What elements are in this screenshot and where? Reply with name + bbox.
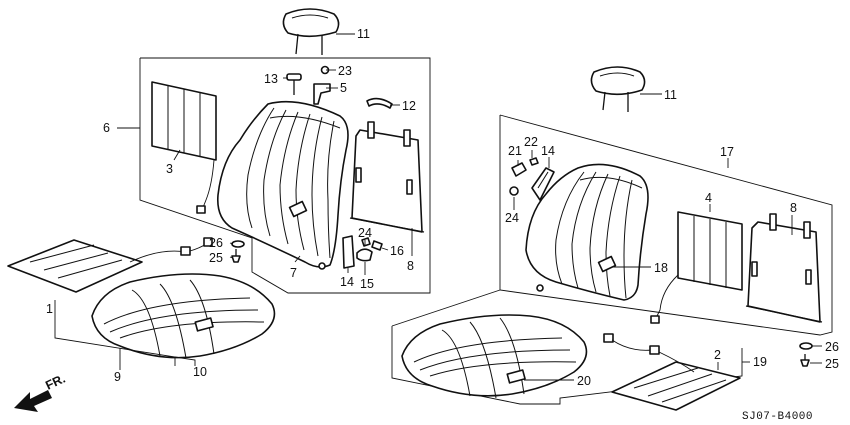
callout-14-right: 14 [541,144,555,158]
seat-heater-cushion-right [603,333,741,411]
callout-22: 22 [524,135,538,149]
callout-16: 16 [390,244,404,258]
callout-2: 2 [714,348,721,362]
callout-12: 12 [402,99,416,113]
bolt-13 [286,73,302,95]
callout-1: 1 [46,302,53,316]
callout-13: 13 [264,72,278,86]
seat-back-frame-right [745,213,823,323]
callout-4: 4 [705,191,712,205]
seat-back-frame-left [349,121,425,233]
callout-17: 17 [720,145,734,159]
leader-lines [54,33,822,381]
seat-cushion-left [91,273,276,359]
callout-11-right: 11 [664,88,677,102]
callout-21: 21 [508,144,522,158]
seat-heater-cushion-left [7,237,213,293]
front-direction-arrow: FR. [14,372,68,412]
recliner-knob-14-left [342,235,355,269]
callout-labels: 11 23 13 5 12 6 3 26 25 24 16 7 8 14 15 … [46,27,839,388]
callout-24-right: 24 [505,211,519,225]
callout-8-right: 8 [790,201,797,215]
screw-16 [371,240,383,251]
callout-19: 19 [753,355,767,369]
clip-24-right [509,186,519,196]
left-seat-group-frame [139,57,431,294]
garnish-12 [366,97,393,109]
callout-8-left: 8 [407,259,414,273]
callout-3: 3 [166,162,173,176]
callout-26-right: 26 [825,340,839,354]
callout-11-left: 11 [357,27,370,41]
callout-9: 9 [114,370,121,384]
clip-24-left [361,237,371,247]
seat-back-cover-right [525,163,649,301]
headrest-right [590,66,646,112]
front-indicator-label: FR. [43,372,67,393]
seat-heater-back-right [650,211,743,324]
callout-5: 5 [340,81,347,95]
headrest-left [282,8,340,55]
right-cushion-group-frame [391,289,743,405]
callout-10: 10 [193,365,207,379]
callout-26-left: 26 [209,236,223,250]
knob-21 [511,162,527,177]
callout-25-right: 25 [825,357,839,371]
callout-6: 6 [103,121,110,135]
screw-22 [529,157,539,166]
callout-24-left: 24 [358,226,372,240]
clip-5 [313,83,331,105]
callout-7: 7 [290,266,297,280]
group-bracket-9 [54,315,196,370]
callout-18: 18 [654,261,668,275]
cover-15 [356,248,373,262]
bolt-25-right [800,354,810,367]
washer-26-left [231,240,245,248]
right-seat-group-frame [499,114,833,336]
seat-cushion-right [401,314,588,399]
callout-25-left: 25 [209,251,223,265]
callout-20: 20 [577,374,591,388]
seat-heater-back-left [151,81,217,214]
callout-15: 15 [360,277,374,291]
seat-back-cover-left [216,100,349,270]
callout-23: 23 [338,64,352,78]
washer-26-right [799,342,813,350]
callout-14-left: 14 [340,275,354,289]
recliner-knob-14-right [531,167,555,201]
drawing-code: SJ07-B4000 [742,411,813,423]
bolt-25-left [231,249,241,263]
